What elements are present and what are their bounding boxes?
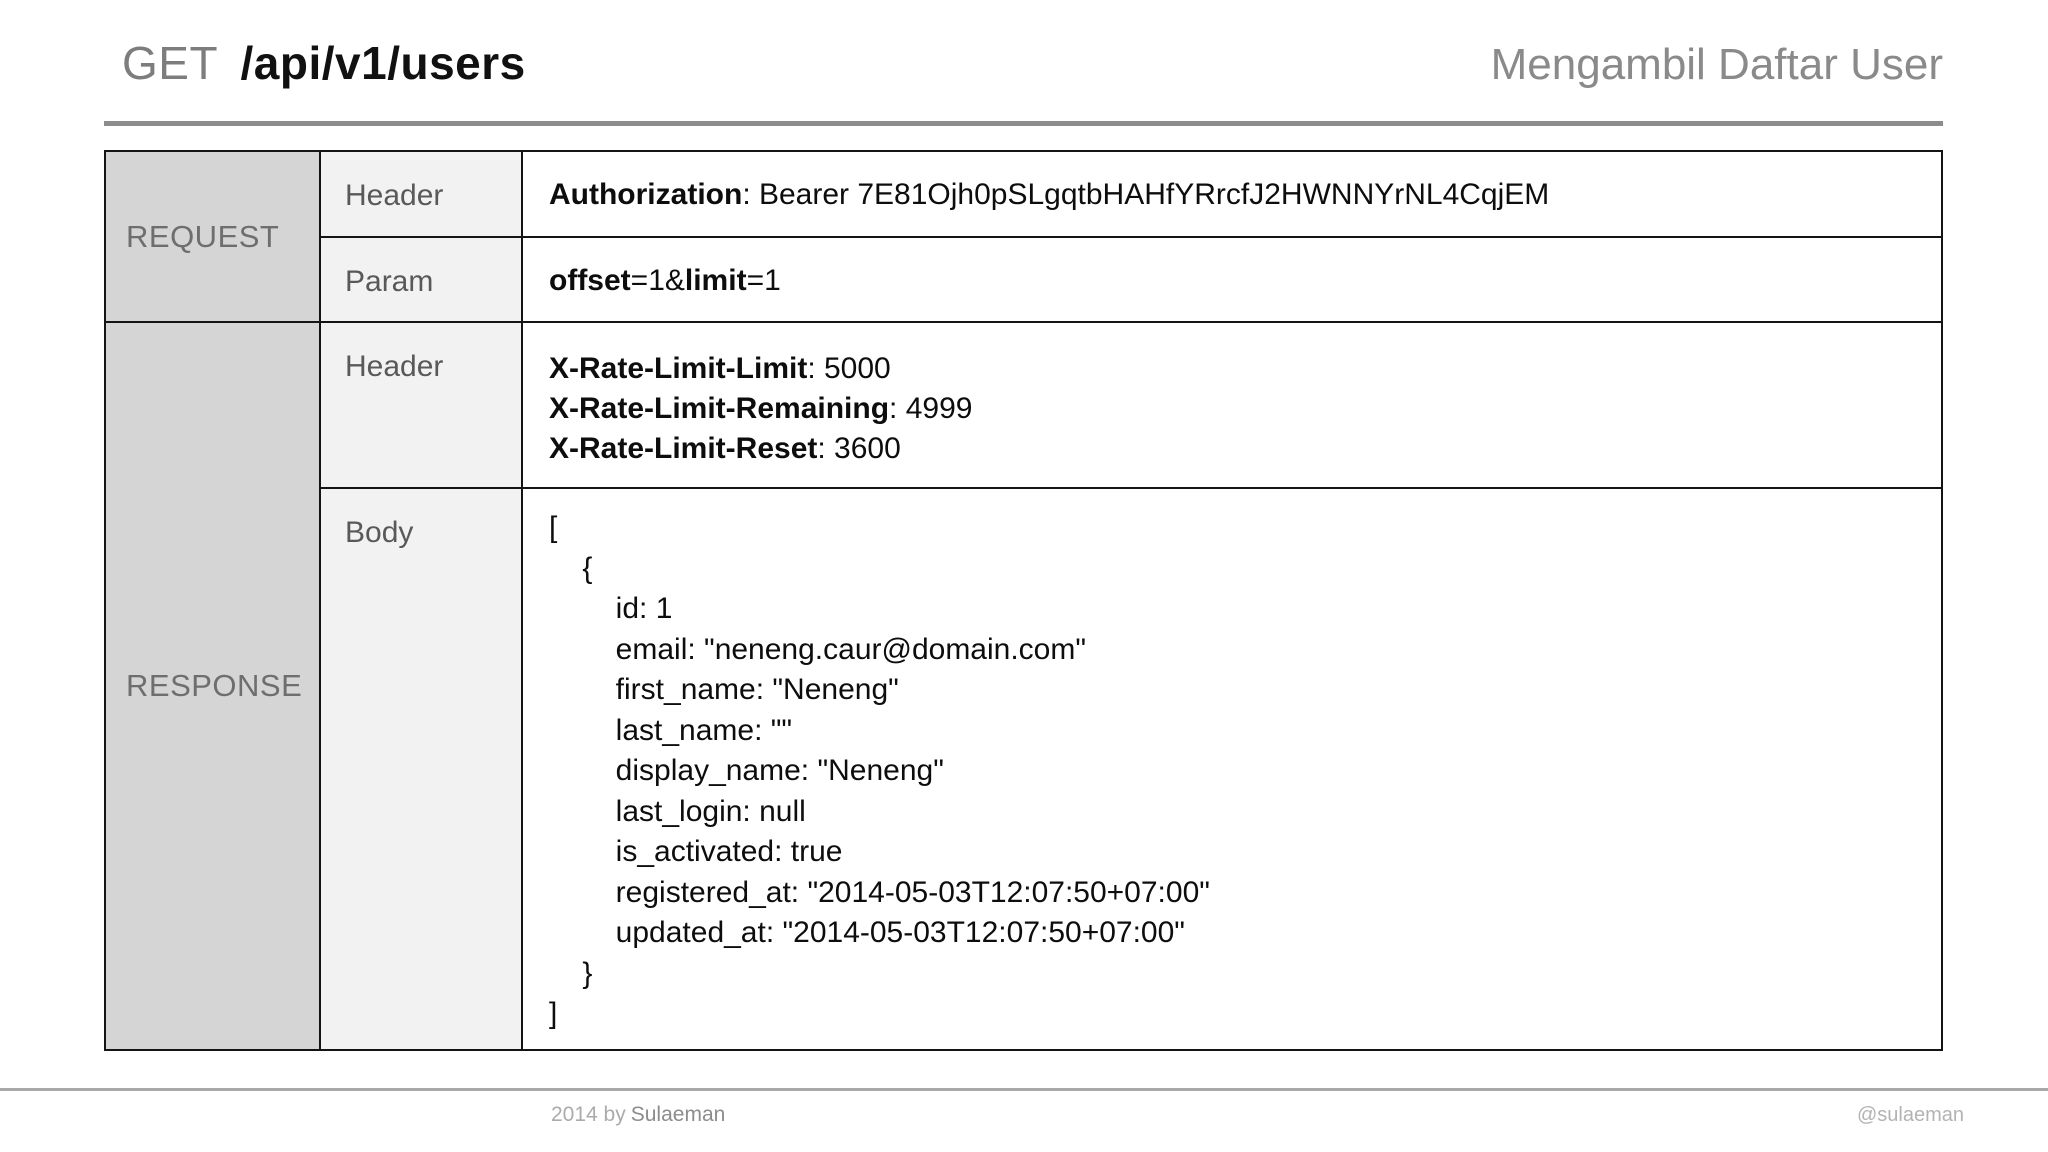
response-header-label: Header bbox=[319, 321, 521, 487]
param-sep: =1& bbox=[630, 264, 685, 297]
authorization-value: : Bearer 7E81Ojh0pSLgqtbHAHfYRrcfJ2HWNNY… bbox=[742, 178, 1550, 211]
request-param-value: offset=1&limit=1 bbox=[521, 236, 1941, 321]
page-title: GET /api/v1/users bbox=[122, 36, 526, 90]
footer-author-name: Sulaeman bbox=[630, 1103, 726, 1126]
response-body-label: Body bbox=[319, 487, 521, 1049]
rate-limit-remaining-value: : 4999 bbox=[889, 392, 973, 425]
response-body-json: [ { id: 1 email: "neneng.caur@domain.com… bbox=[521, 487, 1941, 1049]
footer-divider bbox=[0, 1088, 2048, 1091]
response-header-value: X-Rate-Limit-Limit: 5000 X-Rate-Limit-Re… bbox=[521, 321, 1941, 487]
rate-limit-line: X-Rate-Limit-Limit: 5000 bbox=[549, 349, 1941, 389]
response-section-label: RESPONSE bbox=[106, 321, 319, 1049]
rate-limit-line: X-Rate-Limit-Reset: 3600 bbox=[549, 429, 1941, 469]
title-bar: GET /api/v1/users Mengambil Daftar User bbox=[122, 36, 1943, 98]
rate-limit-limit-key: X-Rate-Limit-Limit bbox=[549, 352, 808, 385]
title-divider bbox=[104, 121, 1943, 126]
param-value: =1 bbox=[746, 264, 781, 297]
api-spec-table: REQUEST Header Authorization: Bearer 7E8… bbox=[104, 150, 1943, 1051]
endpoint-path-label: /api/v1/users bbox=[240, 37, 526, 89]
param-key-limit: limit bbox=[684, 264, 747, 297]
request-section-label: REQUEST bbox=[106, 152, 319, 321]
rate-limit-remaining-key: X-Rate-Limit-Remaining bbox=[549, 392, 890, 425]
rate-limit-reset-value: : 3600 bbox=[817, 432, 901, 465]
param-key-offset: offset bbox=[549, 264, 631, 297]
footer-handle: @sulaeman bbox=[1856, 1104, 1964, 1126]
rate-limit-limit-value: : 5000 bbox=[807, 352, 891, 385]
request-header-value: Authorization: Bearer 7E81Ojh0pSLgqtbHAH… bbox=[521, 152, 1941, 236]
request-param-label: Param bbox=[319, 236, 521, 321]
authorization-key: Authorization bbox=[549, 178, 743, 211]
page-subtitle: Mengambil Daftar User bbox=[1490, 40, 1943, 89]
http-method-label: GET bbox=[122, 37, 218, 89]
rate-limit-reset-key: X-Rate-Limit-Reset bbox=[549, 432, 818, 465]
rate-limit-line: X-Rate-Limit-Remaining: 4999 bbox=[549, 389, 1941, 429]
footer-year-label: 2014 by bbox=[551, 1103, 626, 1126]
request-header-label: Header bbox=[319, 152, 521, 236]
